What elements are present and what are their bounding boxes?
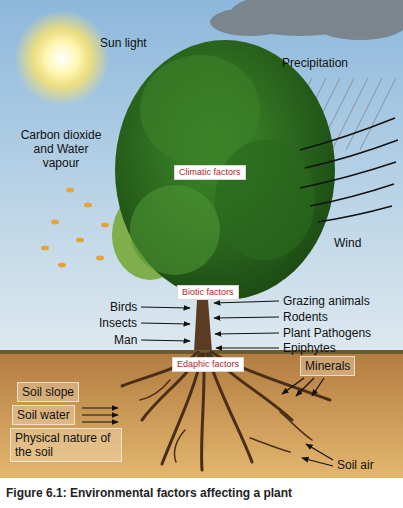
factor-label: Precipitation <box>282 56 348 70</box>
factor-box: Climatic factors <box>174 165 246 180</box>
tree-crown <box>112 40 335 300</box>
factor-label: Insects <box>99 316 137 330</box>
factor-text: Soil slope <box>22 385 74 399</box>
rain-cloud <box>210 0 403 40</box>
factor-label: Grazing animals <box>283 294 370 308</box>
factor-box: Biotic factors <box>177 285 239 300</box>
soil-factor-box: Soil slope <box>17 382 79 402</box>
factor-text: Physical nature of the soil <box>15 431 117 459</box>
sky <box>0 0 403 352</box>
factor-text: Edaphic factors <box>177 359 239 370</box>
roots <box>122 352 330 470</box>
soil-factor-box: Soil water <box>12 405 75 425</box>
factor-label: Man <box>114 333 137 347</box>
factor-label: Birds <box>110 300 137 314</box>
factor-text: Minerals <box>305 359 350 373</box>
factor-label: Soil air <box>337 458 374 472</box>
sun <box>14 10 110 106</box>
soil <box>0 352 403 478</box>
factor-text: Biotic factors <box>182 287 234 298</box>
falling-leaves <box>41 188 109 268</box>
soil-factor-box: Minerals <box>300 356 355 376</box>
factor-label: Carbon dioxide and Water vapour <box>20 128 102 170</box>
figure-caption: Figure 6.1: Environmental factors affect… <box>6 486 292 500</box>
factor-label: Wind <box>334 236 361 250</box>
factor-label: Sun light <box>100 36 147 50</box>
factor-label: Plant Pathogens <box>283 326 371 340</box>
soil-factor-box: Physical nature of the soil <box>10 428 122 462</box>
factor-label: Epiphytes <box>283 341 336 355</box>
factor-box: Edaphic factors <box>172 357 244 372</box>
factor-label: Rodents <box>283 310 328 324</box>
factor-text: Soil water <box>17 408 70 422</box>
factor-text: Climatic factors <box>179 167 241 178</box>
wind-lines <box>300 118 398 222</box>
